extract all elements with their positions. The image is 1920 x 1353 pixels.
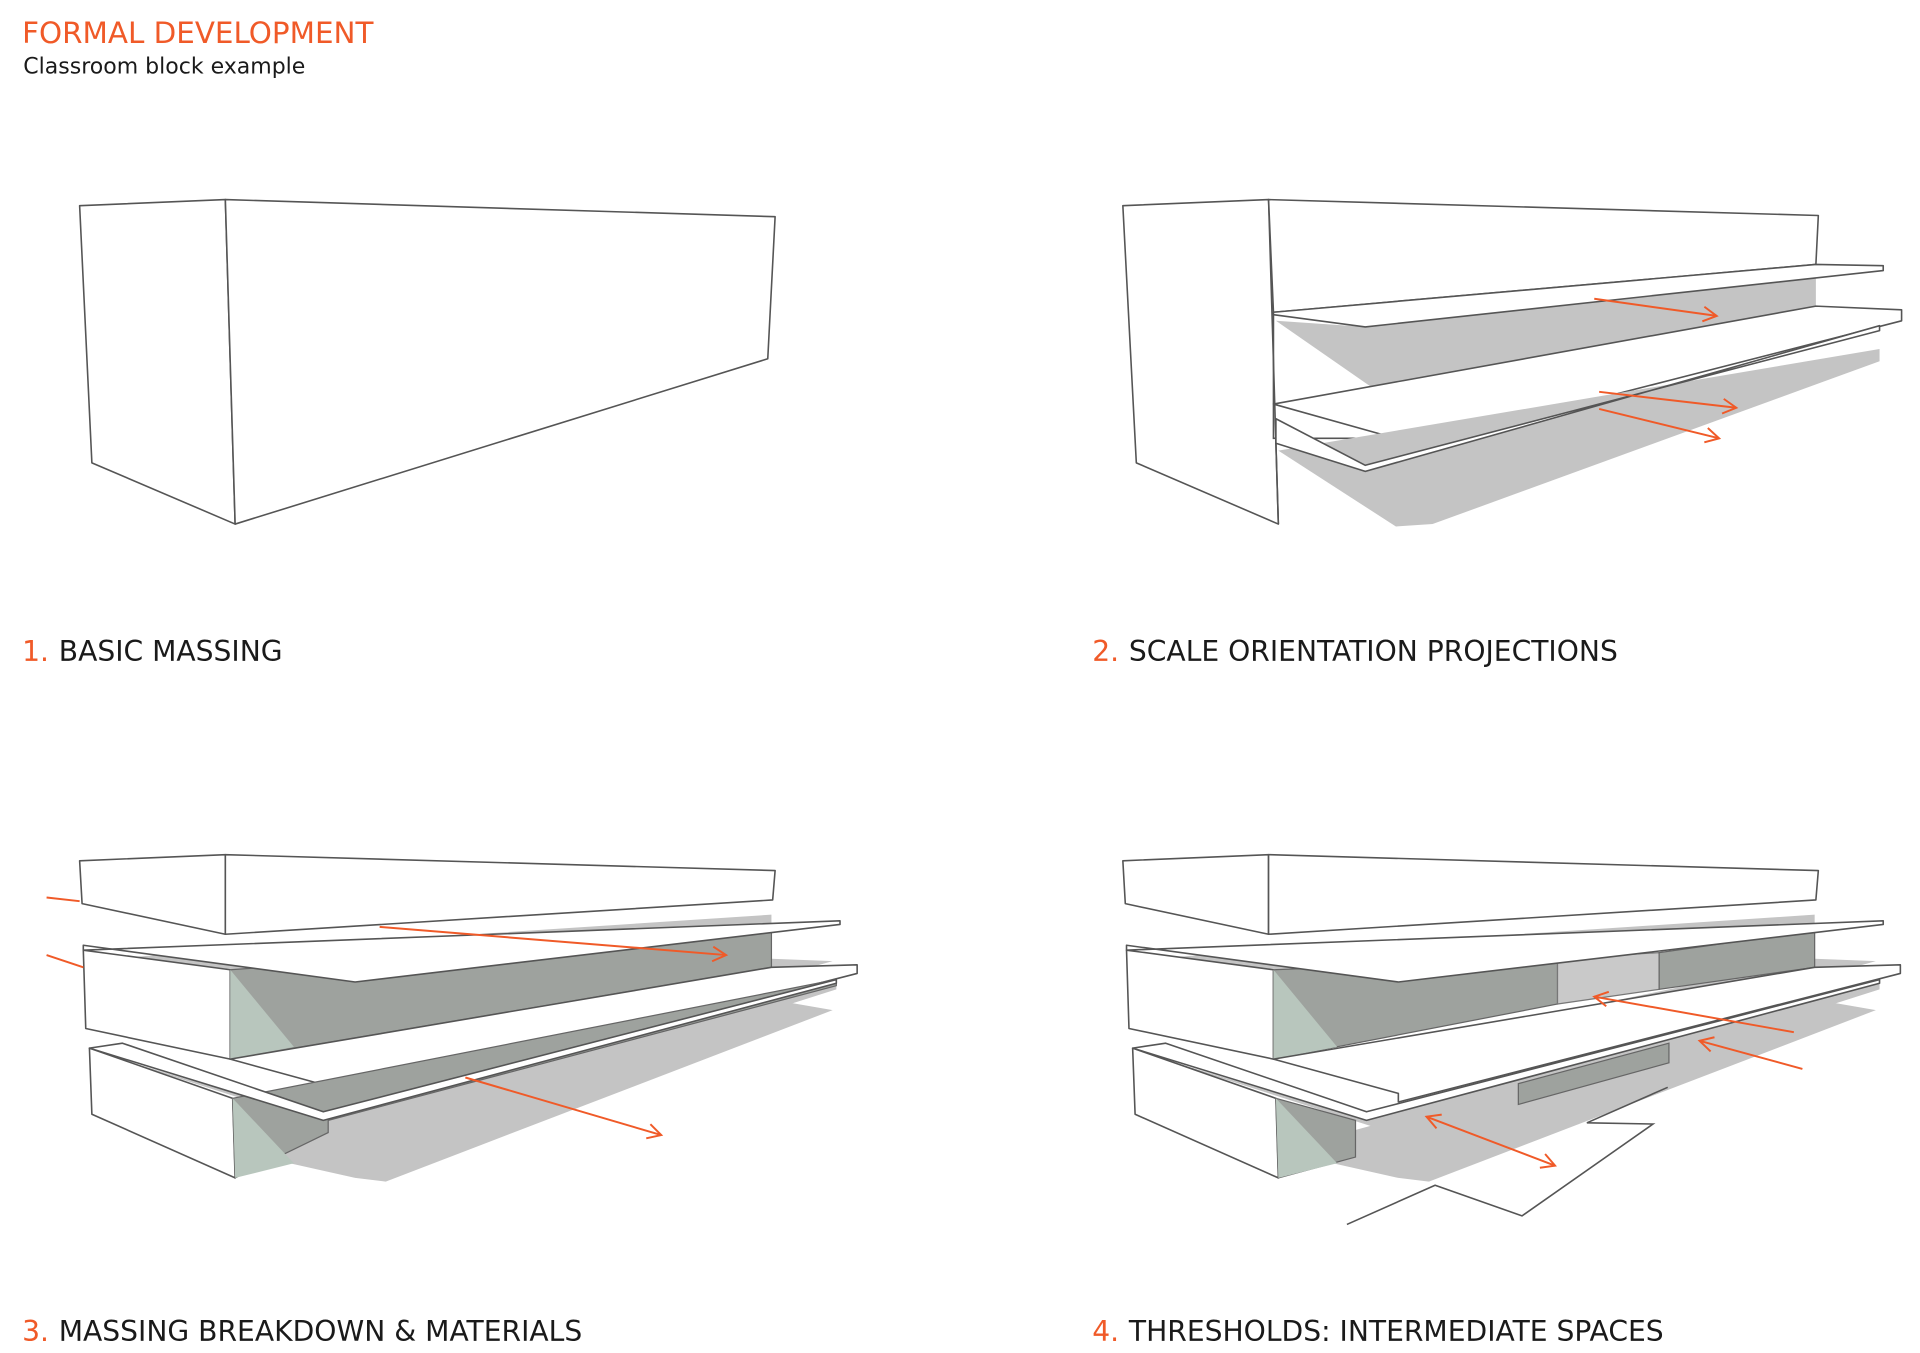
threshold-arrow bbox=[1592, 990, 1795, 1034]
material-arrow bbox=[379, 925, 729, 963]
page-title: FORMAL DEVELOPMENT bbox=[22, 16, 374, 50]
orientation-arrow bbox=[1599, 390, 1739, 415]
panel-scale-orientation-projections bbox=[1122, 198, 1903, 527]
threshold-arrow-bidirectional bbox=[1424, 1113, 1557, 1169]
orientation-arrow bbox=[1598, 408, 1722, 444]
material-arrow bbox=[465, 1076, 664, 1140]
panel-label-1: 1.BASIC MASSING bbox=[22, 635, 283, 668]
orientation-arrow bbox=[1594, 297, 1719, 323]
panel-basic-massing bbox=[78, 198, 776, 525]
panel-label-3: 3.MASSING BREAKDOWN & MATERIALS bbox=[22, 1315, 582, 1348]
threshold-arrow bbox=[1697, 1036, 1803, 1070]
panel-label-2: 2.SCALE ORIENTATION PROJECTIONS bbox=[1092, 635, 1618, 668]
panel-massing-breakdown bbox=[46, 853, 858, 1182]
panel-label-4: 4.THRESHOLDS: INTERMEDIATE SPACES bbox=[1092, 1315, 1663, 1348]
page-subtitle: Classroom block example bbox=[23, 54, 305, 79]
panel-thresholds bbox=[1122, 853, 1902, 1226]
